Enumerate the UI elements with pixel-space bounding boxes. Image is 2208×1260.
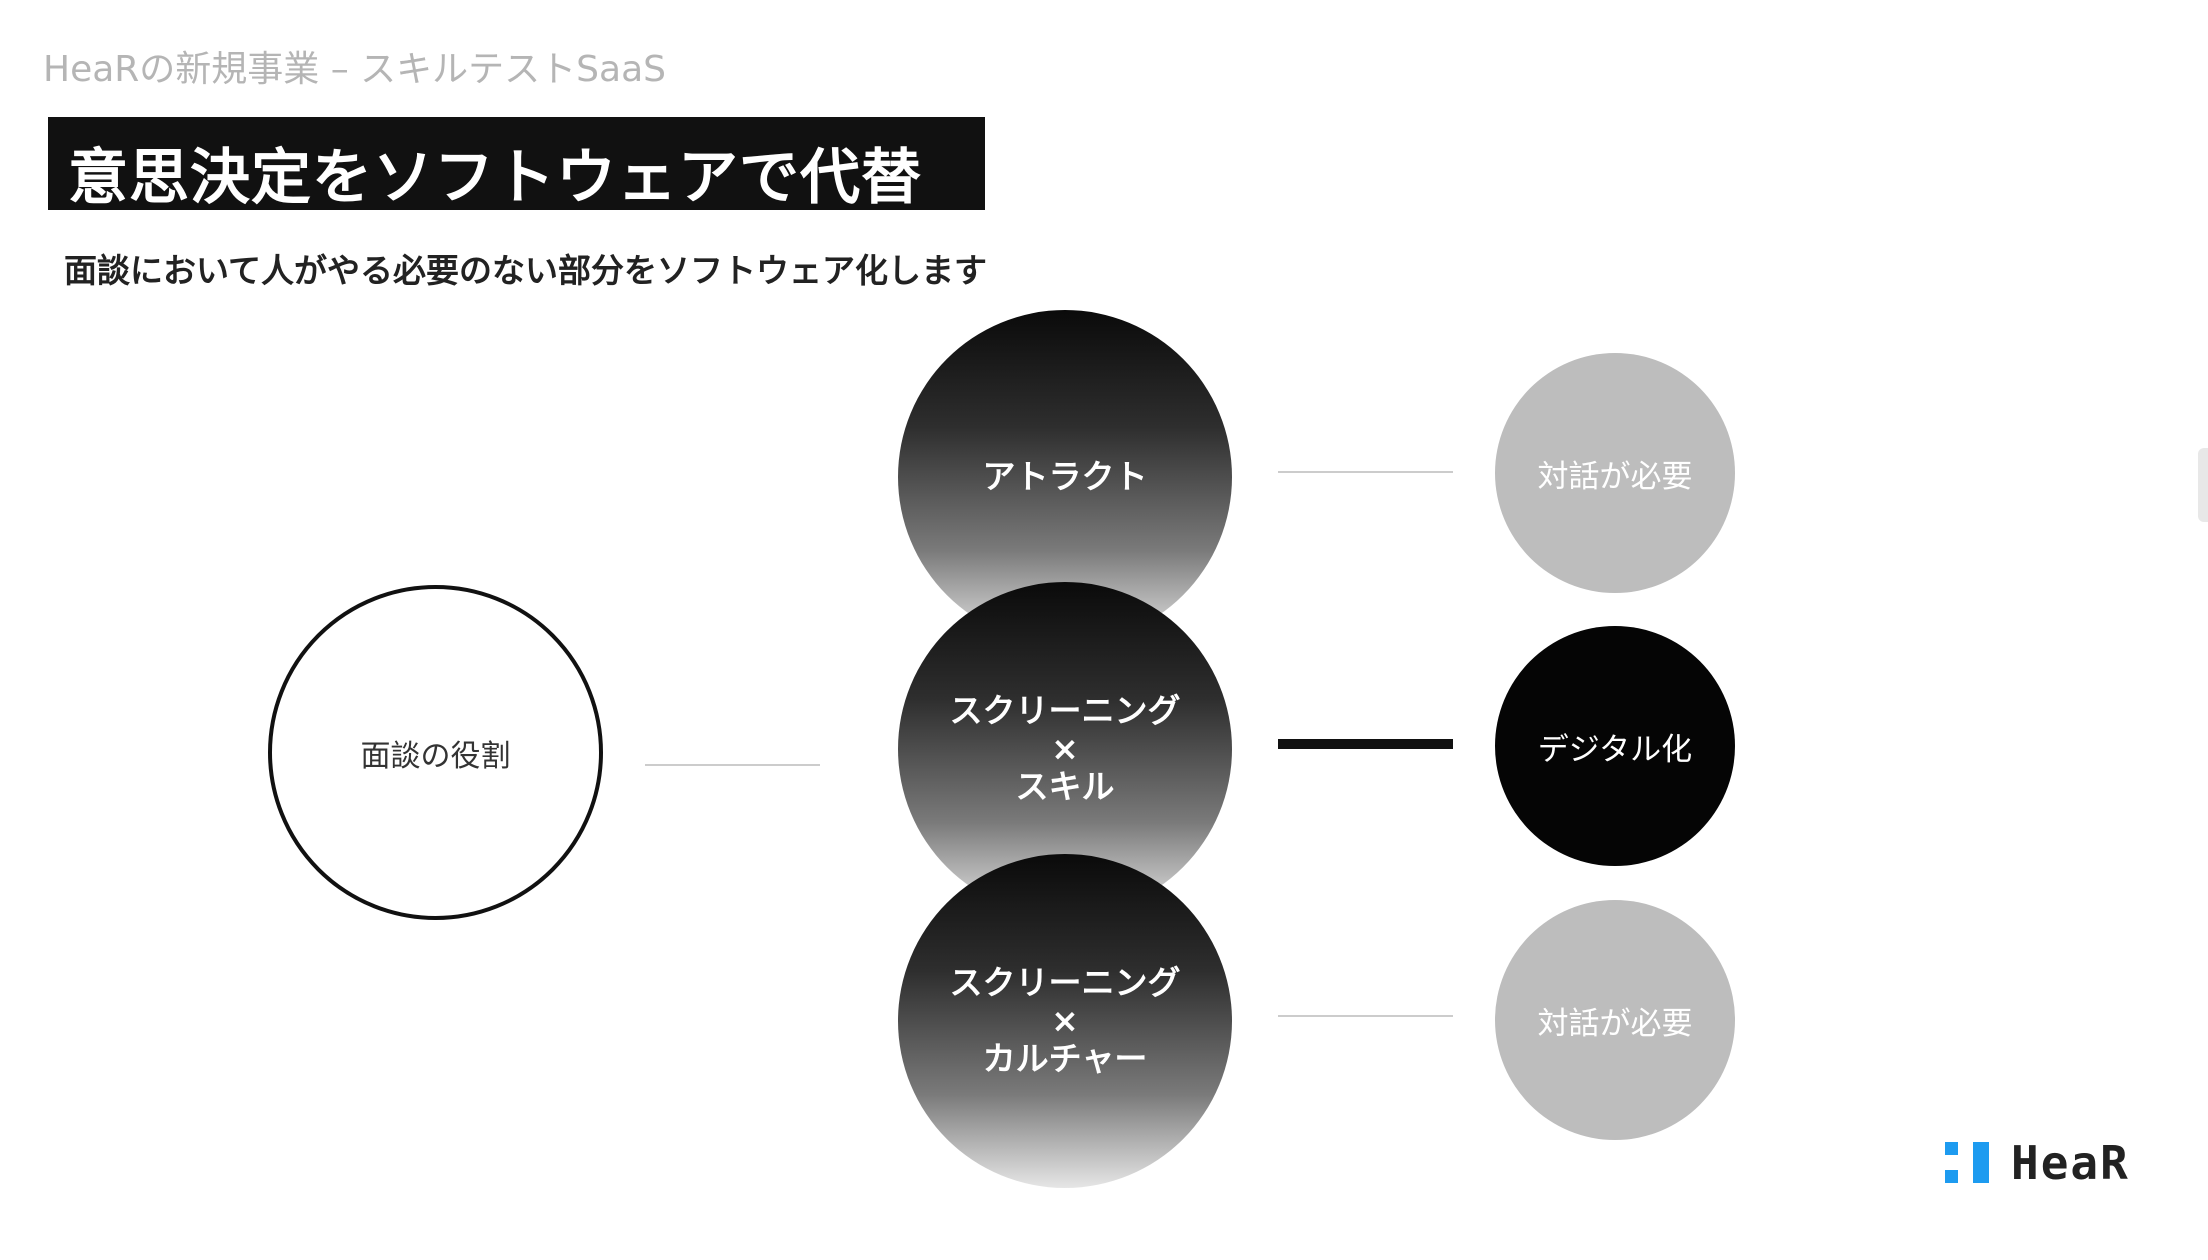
stage-2-line-3: スキル bbox=[1015, 767, 1115, 806]
stage-2-line-1: スクリーニング bbox=[949, 691, 1181, 730]
header-label: HeaRの新規事業 – スキルテストSaaS bbox=[43, 49, 667, 90]
page-subtitle: 面談において人がやる必要のない部分をソフトウェア化します bbox=[64, 251, 988, 290]
outcome-circle-digitalize: デジタル化 bbox=[1495, 626, 1735, 866]
side-scroll-tab[interactable] bbox=[2198, 448, 2208, 522]
outcome-2-label: デジタル化 bbox=[1537, 731, 1693, 768]
outcome-circle-dialogue-1: 対話が必要 bbox=[1495, 353, 1735, 593]
hear-logo-mark-icon bbox=[1945, 1140, 2005, 1186]
stage-3-line-2: × bbox=[1051, 1001, 1079, 1040]
hear-logo-text: HeaR bbox=[2011, 1136, 2130, 1190]
role-circle: 面談の役割 bbox=[268, 585, 603, 920]
stage-3-line-3: カルチャー bbox=[982, 1039, 1148, 1078]
role-label: 面談の役割 bbox=[360, 738, 511, 774]
outcome-connector-3 bbox=[1278, 1015, 1453, 1017]
stage-2-line-2: × bbox=[1051, 729, 1079, 768]
outcome-3-label: 対話が必要 bbox=[1537, 1005, 1693, 1042]
title-banner: 意思決定をソフトウェアで代替 bbox=[48, 117, 985, 213]
role-connector bbox=[645, 764, 820, 766]
outcome-connector-1 bbox=[1278, 471, 1453, 473]
stage-circle-screening-culture: スクリーニング × カルチャー bbox=[898, 854, 1232, 1188]
hear-logo: HeaR bbox=[1945, 1136, 2130, 1190]
outcome-1-label: 対話が必要 bbox=[1537, 458, 1693, 495]
page-title: 意思決定をソフトウェアで代替 bbox=[68, 143, 922, 213]
stage-3-line-1: スクリーニング bbox=[949, 963, 1181, 1002]
outcome-circle-dialogue-2: 対話が必要 bbox=[1495, 900, 1735, 1140]
outcome-connector-2 bbox=[1278, 739, 1453, 749]
stage-1-line-1: アトラクト bbox=[982, 457, 1148, 496]
